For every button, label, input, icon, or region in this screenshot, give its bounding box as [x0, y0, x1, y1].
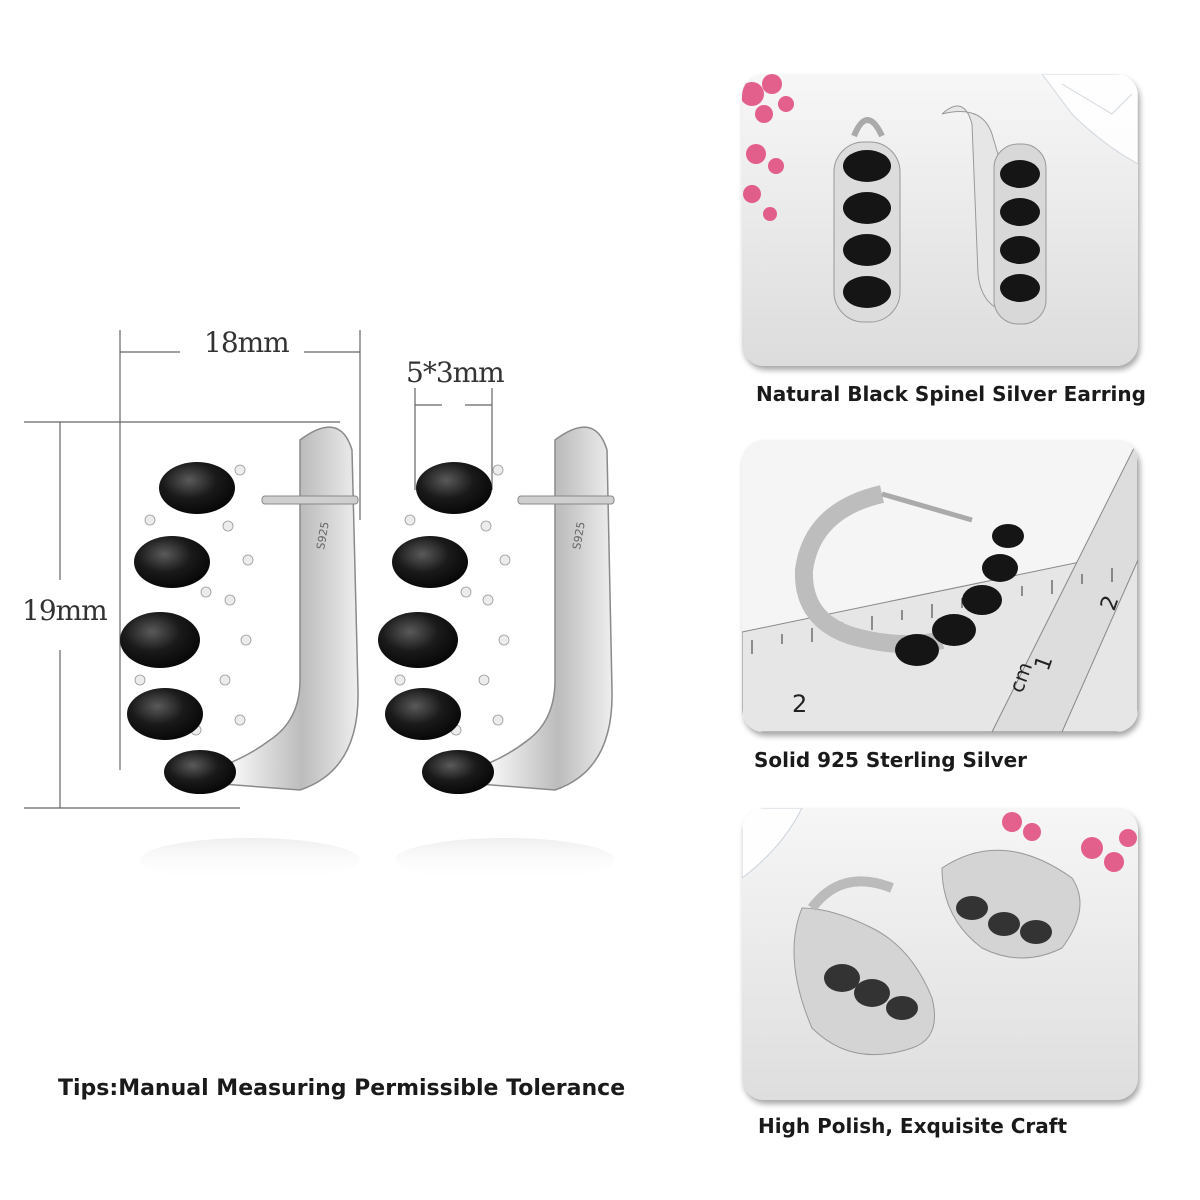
panel-caption-spinel: Natural Black Spinel Silver Earring	[756, 382, 1146, 406]
product-panel-front	[742, 74, 1138, 366]
earring-on-ruler	[794, 485, 1024, 666]
earring-left: S925	[120, 426, 360, 882]
main-earrings-illustration: S925 S925	[24, 330, 615, 882]
crystal-decor-left	[742, 808, 803, 879]
earring-side-view	[941, 105, 1047, 325]
pink-flowers-right	[1002, 812, 1137, 872]
tolerance-tip: Tips:Manual Measuring Permissible Tolera…	[58, 1076, 626, 1101]
crystal-decor	[1041, 74, 1138, 165]
stamp-s925-right: S925	[570, 521, 588, 551]
height-dimension-label: 19mm	[22, 594, 108, 627]
stone-size-label: 5*3mm	[406, 356, 505, 389]
product-panel-ruler: 2 cm 1 2	[742, 440, 1138, 732]
panel-caption-silver: Solid 925 Sterling Silver	[754, 748, 1028, 772]
ruler-mark-2-left: 2	[792, 690, 807, 718]
width-dimension-label: 18mm	[204, 326, 290, 359]
dimension-lines	[24, 330, 493, 809]
earring-back-left	[793, 876, 935, 1056]
earring-right: S925	[378, 426, 615, 882]
earring-front-view	[833, 117, 901, 323]
earring-back-right	[941, 849, 1081, 959]
product-panel-back	[742, 808, 1138, 1100]
panel-caption-polish: High Polish, Exquisite Craft	[758, 1114, 1068, 1138]
pink-flowers	[742, 74, 794, 221]
stamp-s925-left: S925	[314, 521, 332, 551]
